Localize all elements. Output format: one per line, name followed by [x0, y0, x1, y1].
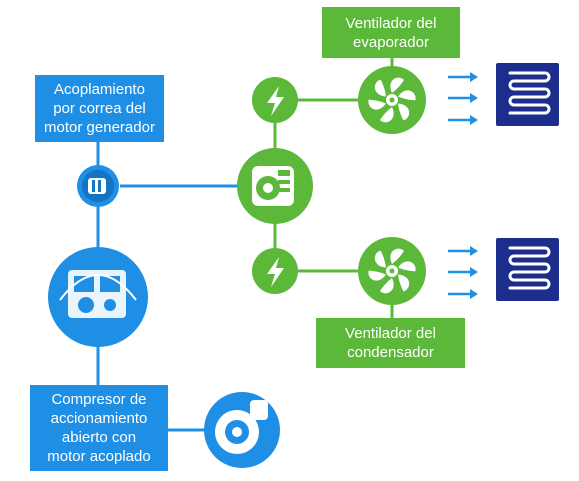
belt-coupling-line-3: motor generador	[44, 119, 155, 136]
compressor-illustration-icon	[204, 392, 280, 468]
evaporator-coil-icon	[496, 63, 559, 126]
open-compressor-line-1: Compresor de	[51, 391, 147, 408]
engine-illustration-icon	[48, 247, 148, 347]
belt-coupling-label: Acoplamiento por correa del motor genera…	[35, 75, 164, 142]
green-connectors	[273, 58, 394, 318]
open-compressor-line-2: accionamiento	[50, 410, 148, 427]
evaporator-fan-icon	[358, 66, 426, 134]
open-compressor-line-3: abierto con	[61, 429, 137, 446]
airflow-arrows-bottom	[448, 246, 478, 299]
evaporator-fan-line-1: Ventilador del	[345, 14, 437, 32]
open-compressor-label: Compresor de accionamiento abierto con m…	[30, 385, 168, 471]
power-icon-bottom	[252, 248, 298, 294]
evaporator-fan-line-2: evaporador	[353, 33, 429, 51]
condenser-coil-icon	[496, 238, 559, 301]
belt-coupling-line-2: por correa del	[53, 100, 146, 117]
condenser-fan-icon	[358, 237, 426, 305]
power-icon-top	[252, 77, 298, 123]
airflow-arrows-top	[448, 72, 478, 125]
condenser-fan-line-2: condensador	[347, 344, 434, 361]
condenser-fan-label: Ventilador del condensador	[316, 318, 465, 368]
open-compressor-line-4: motor acoplado	[47, 448, 151, 465]
generator-motor-icon	[237, 148, 313, 224]
condenser-fan-line-1: Ventilador del	[345, 325, 436, 342]
belt-pulley-icon	[77, 165, 119, 207]
evaporator-fan-label: Ventilador del evaporador	[322, 7, 460, 58]
belt-coupling-line-1: Acoplamiento	[54, 81, 145, 98]
